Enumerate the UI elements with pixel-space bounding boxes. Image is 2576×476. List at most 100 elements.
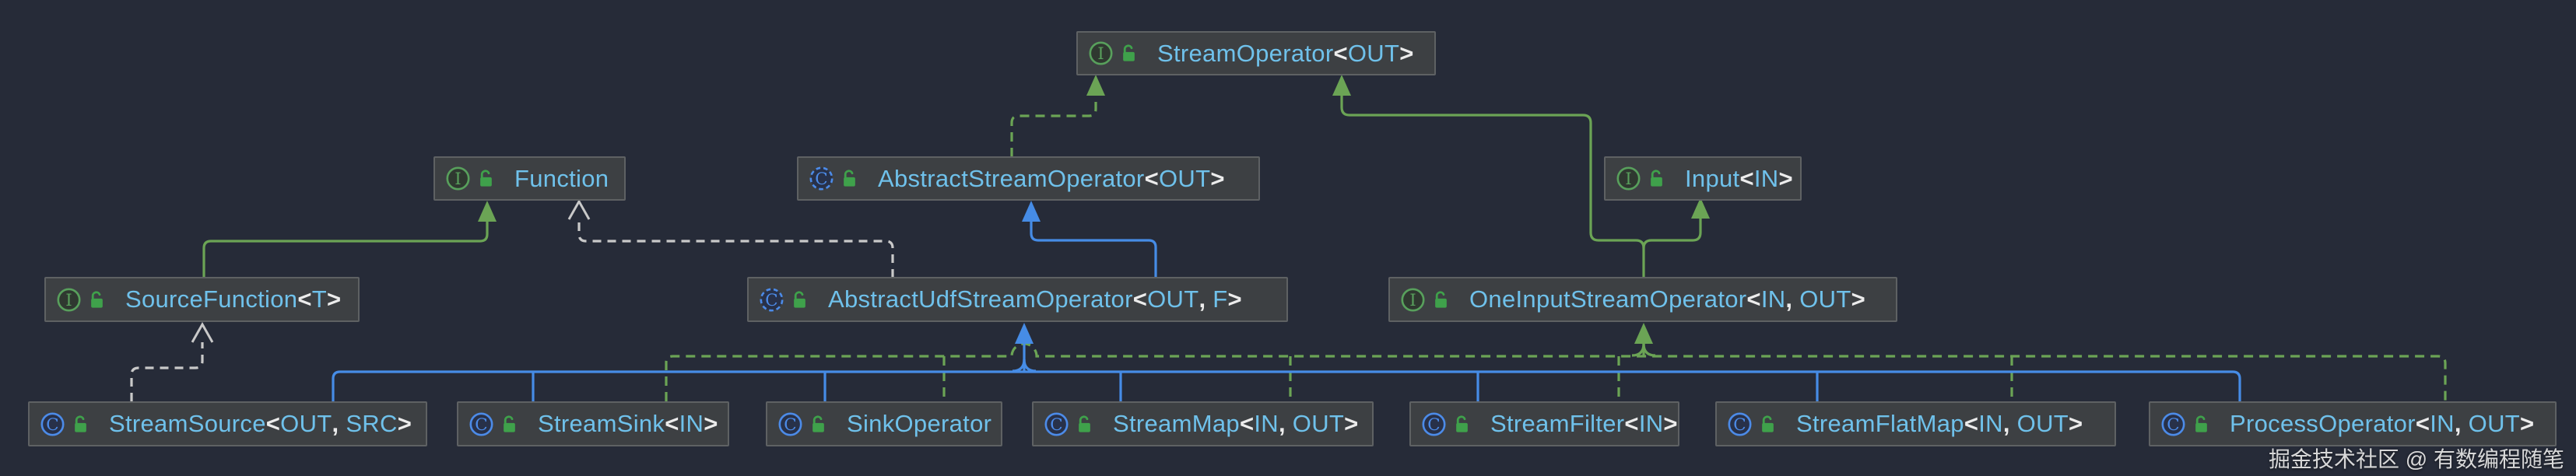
generic-param: IN (1760, 285, 1786, 313)
lock-icon (1076, 415, 1093, 434)
generic-bracket: > (1778, 164, 1793, 192)
generic-bracket: > (1399, 39, 1414, 67)
svg-text:C: C (46, 415, 58, 435)
class-label: StreamFilter<IN> (1490, 410, 1678, 438)
class-label: StreamOperator<OUT> (1157, 40, 1414, 68)
class-name: Function (514, 164, 609, 192)
generic-param: IN (1753, 164, 1779, 192)
generic-bracket: , (1199, 285, 1213, 313)
generic-bracket: , (2002, 410, 2017, 437)
abstract-class-icon: C (809, 166, 834, 191)
node-stream-source[interactable]: C StreamSource<OUT, SRC> (28, 401, 427, 446)
generic-bracket: < (297, 285, 312, 313)
generic-bracket: , (1785, 285, 1800, 313)
class-label: AbstractStreamOperator<OUT> (878, 165, 1225, 193)
node-stream-flat-map[interactable]: C StreamFlatMap<IN, OUT> (1715, 401, 2116, 446)
generic-param: IN (1638, 410, 1664, 437)
edge-operator-extend-bus-to-abstract-udf-stream-operator (1012, 359, 1026, 373)
generic-bracket: < (1132, 285, 1148, 313)
generic-bracket: > (2069, 410, 2083, 437)
lock-icon (1760, 415, 1776, 434)
generic-param: OUT (2468, 410, 2521, 437)
node-sink-operator[interactable]: C SinkOperator (766, 401, 1002, 446)
generic-param: OUT (280, 410, 332, 437)
generic-bracket: > (326, 285, 342, 313)
svg-text:I: I (65, 291, 72, 310)
generic-param: OUT (1347, 39, 1400, 67)
class-label: StreamFlatMap<IN, OUT> (1796, 410, 2083, 438)
generic-bracket: < (1239, 410, 1255, 437)
generic-bracket: > (1851, 285, 1865, 313)
generic-param: IN (1978, 410, 2003, 437)
class-name: AbstractUdfStreamOperator (828, 285, 1133, 313)
interface-icon: I (1400, 287, 1426, 313)
arrowhead-abstract-stream-operator-to-stream-operator (1086, 75, 1105, 96)
class-name: SourceFunction (125, 285, 298, 313)
arrowhead-one-input-stream-operator-to-input (1691, 198, 1710, 219)
class-name: AbstractStreamOperator (878, 164, 1145, 192)
lock-icon (791, 290, 808, 310)
class-label: Function (514, 165, 609, 193)
class-label: OneInputStreamOperator<IN, OUT> (1469, 285, 1865, 313)
svg-text:C: C (815, 170, 827, 189)
class-icon: C (1727, 411, 1753, 437)
node-source-function[interactable]: I SourceFunction<T> (44, 277, 360, 322)
lock-icon (89, 290, 105, 310)
class-name: StreamSource (109, 410, 266, 437)
lock-icon (2193, 415, 2209, 434)
generic-param: T (311, 285, 327, 313)
generic-param: IN (679, 410, 704, 437)
class-icon: C (2160, 411, 2186, 437)
generic-bracket: > (397, 410, 412, 437)
generic-param: SRC (346, 410, 398, 437)
class-label: ProcessOperator<IN, OUT> (2230, 410, 2534, 438)
class-icon: C (40, 411, 65, 437)
generic-bracket: < (1624, 410, 1639, 437)
class-name: StreamMap (1113, 410, 1240, 437)
class-label: StreamMap<IN, OUT> (1113, 410, 1359, 438)
node-process-operator[interactable]: C ProcessOperator<IN, OUT> (2149, 401, 2557, 446)
class-label: AbstractUdfStreamOperator<OUT, F> (828, 285, 1242, 313)
class-label: StreamSink<IN> (538, 410, 718, 438)
generic-bracket: , (332, 410, 346, 437)
generic-bracket: < (1333, 39, 1348, 67)
generic-bracket: > (1227, 285, 1242, 313)
svg-text:I: I (454, 170, 461, 189)
class-label: StreamSource<OUT, SRC> (109, 410, 412, 438)
generic-bracket: < (2415, 410, 2430, 437)
node-abstract-stream-operator[interactable]: C AbstractStreamOperator<OUT> (797, 156, 1260, 201)
class-label: Input<IN> (1685, 165, 1793, 193)
interface-icon: I (56, 287, 82, 313)
generic-bracket: < (1746, 285, 1761, 313)
edge-abstract-stream-operator-to-stream-operator (1010, 90, 1097, 157)
svg-text:C: C (784, 415, 796, 435)
watermark: 掘金技术社区 @ 有数编程随笔 (2269, 447, 2564, 471)
arrowhead-operator-implement-bus-to-one-input-stream-operator (1634, 323, 1653, 344)
lock-icon (72, 415, 89, 434)
arrowhead-abstract-udf-stream-operator-to-function (567, 198, 591, 220)
edge-abstract-udf-stream-operator-to-abstract-stream-operator (1030, 217, 1157, 278)
generic-param: OUT (1292, 410, 1345, 437)
class-label: SinkOperator (847, 410, 991, 438)
generic-param: OUT (1799, 285, 1851, 313)
lock-icon (1454, 415, 1470, 434)
arrowhead-abstract-udf-stream-operator-to-abstract-stream-operator (1022, 201, 1041, 222)
class-name: StreamOperator (1157, 39, 1334, 67)
arrowhead-stream-source-to-source-function (191, 321, 214, 343)
node-one-input-stream-operator[interactable]: I OneInputStreamOperator<IN, OUT> (1388, 277, 1897, 322)
lock-icon (1121, 44, 1137, 63)
generic-param: OUT (1147, 285, 1199, 313)
lock-icon (810, 415, 826, 434)
edge-stream-source-to-source-function (130, 342, 204, 401)
generic-bracket: > (2520, 410, 2535, 437)
generic-bracket: < (665, 410, 679, 437)
class-name: StreamFilter (1490, 410, 1625, 437)
node-function[interactable]: I Function (433, 156, 626, 201)
lock-icon (841, 169, 858, 188)
